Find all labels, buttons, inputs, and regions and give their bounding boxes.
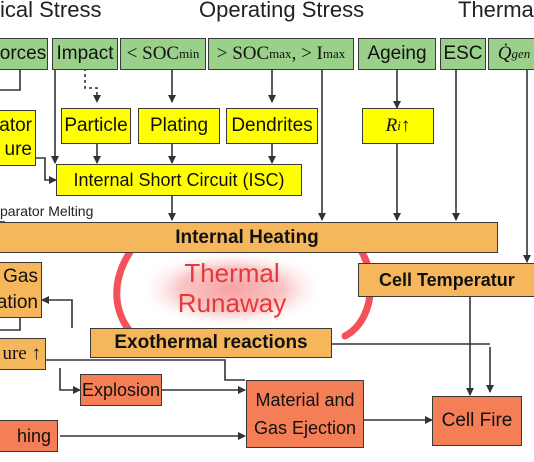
- cause-forces-box: orces: [0, 38, 48, 70]
- cell-temperature-box: Cell Temperatur: [358, 263, 534, 297]
- pressure-box: ure ↑: [0, 338, 46, 370]
- thermal-runaway-label: Thermal Runaway: [150, 258, 314, 318]
- separator-line1: ator: [0, 115, 32, 136]
- separator-line2: ure: [4, 139, 32, 160]
- cause-esc-box: ESC: [440, 38, 486, 70]
- gas-line1: Gas: [3, 266, 38, 287]
- gas-formation-box: Gas rmation: [0, 262, 42, 318]
- explosion-box: Explosion: [80, 374, 162, 406]
- soc-min-subscript: min: [179, 46, 200, 61]
- cell-fire-box: Cell Fire: [432, 396, 522, 446]
- material-gas-ejection-box: Material and Gas Ejection: [246, 380, 364, 448]
- soc-max-subscript: max: [269, 46, 292, 61]
- header-mechanical-stress: ical Stress: [0, 0, 102, 22]
- thermal-line1: Thermal: [184, 258, 280, 288]
- isc-box: Internal Short Circuit (ISC): [56, 164, 302, 196]
- material-line2: Gas Ejection: [253, 418, 357, 438]
- particle-box: Particle: [61, 108, 131, 144]
- ri-arrow: ↑: [400, 115, 411, 136]
- burning-box: hing: [0, 420, 58, 452]
- cause-ageing-box: Ageing: [358, 38, 436, 70]
- cause-impact-box: Impact: [52, 38, 118, 70]
- soc-max-label: > SOC: [216, 43, 270, 64]
- header-operating-stress: Operating Stress: [199, 0, 365, 22]
- cause-heat-generation-box: Q̇gen: [488, 38, 534, 70]
- imax-label: , > I: [291, 43, 323, 64]
- imax-subscript: max: [322, 46, 346, 61]
- header-thermal-stress: Therma: [458, 0, 534, 22]
- ri-symbol: R: [385, 115, 398, 136]
- soc-min-label: < SOC: [126, 43, 180, 64]
- dendrites-box: Dendrites: [226, 108, 318, 144]
- plating-box: Plating: [138, 108, 220, 144]
- exothermal-reactions-box: Exothermal reactions: [90, 328, 332, 358]
- gas-line2: rmation: [0, 292, 38, 313]
- separator-failure-box: ator ure: [0, 110, 36, 166]
- material-line1: Material and: [255, 390, 355, 410]
- thermal-line2: Runaway: [177, 288, 287, 318]
- internal-heating-box: Internal Heating: [0, 222, 498, 253]
- q-gen-label: Q̇: [497, 43, 512, 64]
- q-gen-subscript: gen: [511, 46, 531, 61]
- separator-melting-label: parator Melting: [0, 203, 94, 219]
- ri-subscript: i: [397, 118, 401, 133]
